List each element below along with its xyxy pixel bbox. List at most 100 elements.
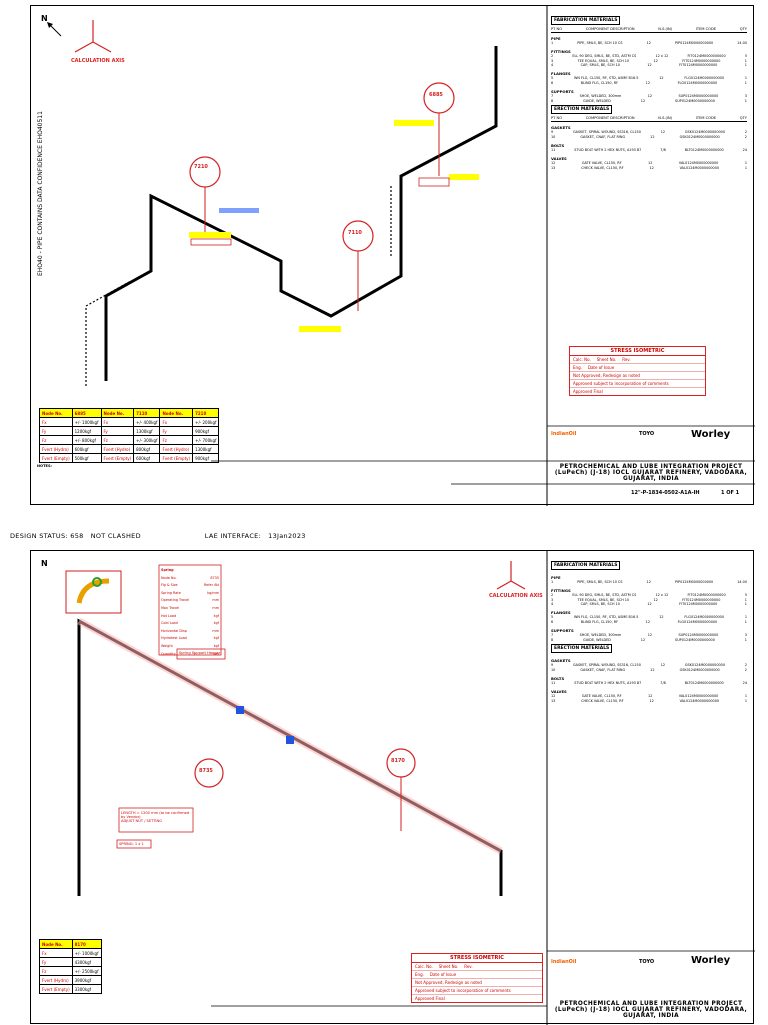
- bom-category: FLANGES: [551, 610, 571, 616]
- bom-category: FLANGES: [551, 71, 571, 77]
- support-7210-marker: [189, 156, 221, 236]
- design-status-line: DESIGN STATUS: 658 NOT CLASHED LAE INTER…: [10, 532, 306, 540]
- project-title: PETROCHEMICAL AND LUBE INTEGRATION PROJE…: [554, 464, 748, 482]
- support-8170-marker: [386, 748, 416, 831]
- highlight-label: [394, 120, 434, 126]
- worley-logo: Worley: [691, 429, 731, 440]
- stress-isometric-box: STRESS ISOMETRIC Calc. No.Sheet No.Rev. …: [411, 953, 543, 1003]
- support-8735-marker: [194, 758, 224, 788]
- pipe-route: [77, 618, 503, 896]
- support-7110-marker: [342, 220, 374, 311]
- support-6885-marker: [423, 82, 455, 176]
- erection-title: ERECTION MATERIALS: [551, 105, 613, 115]
- load-row: Fvert (Hydro)3900kgf: [39, 975, 102, 985]
- toyo-logo: TOYO: [639, 959, 655, 965]
- erection-title: ERECTION MATERIALS: [551, 644, 613, 654]
- load-row: Node No.8170: [39, 939, 102, 949]
- fabrication-title: FABRICATION MATERIALS: [551, 16, 621, 25]
- support-tag: 6885: [429, 92, 443, 98]
- callout-text: SPRING: 1 x 1: [119, 842, 144, 846]
- isometric-drawing-1: [47, 6, 755, 506]
- highlight-label: [449, 174, 479, 180]
- calc-axis-icon: [496, 561, 526, 590]
- support-tag: 8170: [391, 758, 405, 764]
- drawing-number: 12"-P-1834-0502-A1A-IH: [631, 490, 700, 496]
- highlight-label: [219, 208, 259, 213]
- bom-category: BOLTS: [551, 675, 565, 681]
- support-tag: 8735: [199, 768, 213, 774]
- bom-category: SUPPORTS: [551, 88, 574, 94]
- north-label: N: [41, 14, 48, 23]
- bom-category: BOLTS: [551, 142, 565, 148]
- callout-text: LENGTH = 1200 mm (to be confirmed by Ven…: [121, 811, 190, 823]
- pipe-route: [104, 46, 498, 381]
- side-text: EHO40 - PIPE CONTAINS DATA CONFIDENCE EH…: [37, 111, 44, 276]
- stress-isometric-box: STRESS ISOMETRIC Calc. No.Sheet No.Rev. …: [569, 346, 706, 396]
- fabrication-title: FABRICATION MATERIALS: [551, 561, 621, 570]
- load-row: Fz+/- 2500kgf: [39, 966, 102, 976]
- calc-axis-label: CALCULATION AXIS: [71, 58, 125, 64]
- highlight-label: [189, 232, 231, 238]
- calc-axis-icon: [74, 20, 112, 53]
- dimension-lines: [85, 186, 392, 386]
- notes: NOTES:: [37, 464, 52, 468]
- spring-title: Spring: [161, 568, 174, 572]
- bom-category: SUPPORTS: [551, 627, 574, 633]
- support-tag: 7210: [194, 164, 208, 170]
- calc-axis-label: CALCULATION AXIS: [489, 593, 543, 599]
- bom-category: PIPE: [551, 36, 561, 41]
- project-title: PETROCHEMICAL AND LUBE INTEGRATION PROJE…: [554, 1001, 748, 1019]
- support-tag: 7110: [348, 230, 362, 236]
- worley-logo: Worley: [691, 955, 731, 966]
- bom-category: GASKETS: [551, 125, 571, 131]
- sheet-number: 1 OF 1: [721, 490, 740, 496]
- load-row: Fvert (Empty)3300kgf: [39, 984, 102, 994]
- indianoil-logo: IndianOil: [551, 431, 577, 437]
- toyo-logo: TOYO: [639, 431, 655, 437]
- indianoil-logo: IndianOil: [551, 959, 577, 965]
